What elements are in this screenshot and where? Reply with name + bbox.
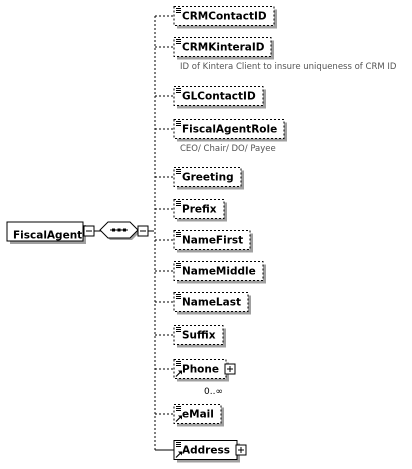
element-box [173,86,264,106]
element-lines-icon [176,121,181,126]
child-element-label: FiscalAgentRole [182,124,277,136]
child-element-namefirst[interactable]: NameFirst [173,230,253,253]
reference-arrow-icon [175,451,182,458]
child-element-address[interactable]: Address [173,440,240,463]
element-lines-icon [176,169,181,174]
element-lines-icon [176,8,181,13]
documentation-text: ID of Kintera Client to insure uniquenes… [180,62,397,72]
child-element-namemiddle[interactable]: NameMiddle [173,261,266,284]
element-lines-icon [176,294,181,299]
element-lines-icon [176,263,181,268]
element-lines-icon [176,442,181,447]
plus-box-icon[interactable] [224,363,236,375]
element-lines-icon [176,201,181,206]
root-element[interactable]: FiscalAgent [6,221,86,244]
element-box [173,199,225,219]
child-element-label: Prefix [182,204,217,216]
child-element-label: Suffix [182,330,216,342]
root-element-label: FiscalAgent [13,230,82,242]
child-element-prefix[interactable]: Prefix [173,199,227,222]
element-box [173,404,222,424]
child-element-label: Address [182,445,230,457]
child-element-label: NameMiddle [182,266,256,278]
root-collapse-icon[interactable] [83,225,95,237]
element-box [173,261,264,281]
child-element-suffix[interactable]: Suffix [173,325,226,348]
child-element-crmcontactid[interactable]: CRMContactID [173,6,277,29]
element-box [173,292,249,312]
sequence-icon [110,228,128,232]
child-element-label: GLContactID [182,91,256,103]
multiplicity-label: 0..∞ [204,387,223,397]
element-box [173,119,285,139]
child-element-label: Phone [182,364,219,376]
element-box [173,167,242,187]
child-element-label: eMail [182,409,214,421]
child-element-label: NameLast [182,297,241,309]
child-element-email[interactable]: eMail [173,404,224,427]
reference-arrow-icon [175,415,182,422]
child-element-phone[interactable]: Phone [173,359,229,382]
child-element-label: NameFirst [182,235,243,247]
element-lines-icon [176,88,181,93]
child-element-glcontactid[interactable]: GLContactID [173,86,266,109]
child-element-fiscalagentrole[interactable]: FiscalAgentRole [173,119,287,142]
element-lines-icon [176,39,181,44]
plus-box-icon[interactable] [235,444,247,456]
element-lines-icon [176,327,181,332]
child-element-greeting[interactable]: Greeting [173,167,244,190]
sequence-compositor[interactable] [99,221,140,240]
element-box [173,325,224,345]
children-layer: CRMContactID CRMKinteraID ID of Kintera Cl… [154,6,397,463]
element-box [173,37,272,57]
child-element-namelast[interactable]: NameLast [173,292,251,315]
element-lines-icon [176,232,181,237]
child-element-label: Greeting [182,172,234,184]
documentation-text: CEO/ Chair/ DO/ Payee [180,144,276,154]
element-box [173,230,251,250]
sequence-collapse-icon[interactable] [137,225,149,237]
element-lines-icon [176,406,181,411]
child-element-crmkinteraid[interactable]: CRMKinteraID [173,37,274,60]
child-element-label: CRMContactID [182,11,267,23]
child-element-label: CRMKinteraID [182,42,265,54]
reference-arrow-icon [175,370,182,377]
element-lines-icon [176,361,181,366]
element-box [173,6,275,26]
